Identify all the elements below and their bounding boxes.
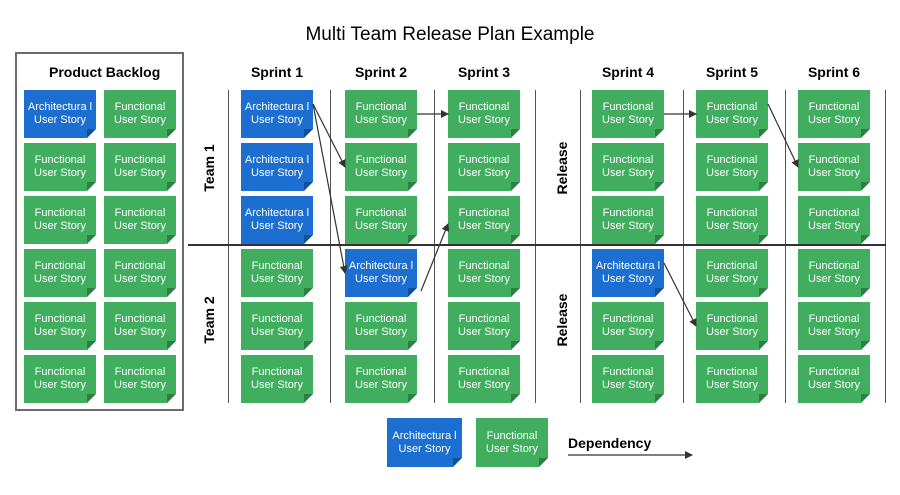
sprint-4-functional-story: Functional User Story	[592, 355, 664, 403]
backlog-functional-story: Functional User Story	[24, 302, 96, 350]
dependency-arrow	[663, 262, 697, 327]
sprint-1-architectural-story: Architectura l User Story	[241, 90, 313, 138]
sprint-1-functional-story: Functional User Story	[241, 355, 313, 403]
backlog-architectural-story: Architectura l User Story	[24, 90, 96, 138]
sprint-6-functional-story: Functional User Story	[798, 302, 870, 350]
sprint-1-architectural-story: Architectura l User Story	[241, 196, 313, 244]
sprint-4-functional-story: Functional User Story	[592, 302, 664, 350]
sprint-6-functional-story: Functional User Story	[798, 249, 870, 297]
sprint-4-functional-story: Functional User Story	[592, 196, 664, 244]
legend-functional-card: Functional User Story	[476, 418, 548, 467]
sprint-divider-line	[330, 90, 331, 403]
sprint-divider-line	[885, 90, 886, 403]
sprint-5-functional-story: Functional User Story	[696, 302, 768, 350]
sprint-3-functional-story: Functional User Story	[448, 249, 520, 297]
sprint-2-architectural-story: Architectura l User Story	[345, 249, 417, 297]
sprint-divider-line	[785, 90, 786, 403]
backlog-functional-story: Functional User Story	[24, 249, 96, 297]
backlog-functional-story: Functional User Story	[104, 90, 176, 138]
backlog-functional-story: Functional User Story	[24, 143, 96, 191]
sprint-6-header: Sprint 6	[807, 64, 861, 80]
sprint-4-header: Sprint 4	[601, 64, 655, 80]
sprint-divider-line	[228, 90, 229, 403]
page-title: Multi Team Release Plan Example	[305, 24, 595, 45]
backlog-functional-story: Functional User Story	[104, 196, 176, 244]
sprint-4-architectural-story: Architectura l User Story	[592, 249, 664, 297]
sprint-3-functional-story: Functional User Story	[448, 355, 520, 403]
sprint-2-header: Sprint 2	[354, 64, 408, 80]
sprint-1-architectural-story: Architectura l User Story	[241, 143, 313, 191]
dependency-arrow	[312, 103, 346, 168]
sprint-2-functional-story: Functional User Story	[345, 143, 417, 191]
sprint-2-functional-story: Functional User Story	[345, 355, 417, 403]
sprint-divider-line	[580, 90, 581, 403]
backlog-functional-story: Functional User Story	[104, 355, 176, 403]
sprint-5-functional-story: Functional User Story	[696, 143, 768, 191]
sprint-5-functional-story: Functional User Story	[696, 355, 768, 403]
sprint-4-functional-story: Functional User Story	[592, 143, 664, 191]
sprint-6-functional-story: Functional User Story	[798, 355, 870, 403]
sprint-3-header: Sprint 3	[457, 64, 511, 80]
backlog-functional-story: Functional User Story	[104, 302, 176, 350]
sprint-1-functional-story: Functional User Story	[241, 249, 313, 297]
team-divider-line	[188, 244, 886, 246]
dependency-arrow	[420, 223, 450, 292]
sprint-divider-line	[535, 90, 536, 403]
sprint-5-functional-story: Functional User Story	[696, 90, 768, 138]
sprint-3-functional-story: Functional User Story	[448, 196, 520, 244]
sprint-2-functional-story: Functional User Story	[345, 196, 417, 244]
sprint-3-functional-story: Functional User Story	[448, 143, 520, 191]
backlog-functional-story: Functional User Story	[24, 196, 96, 244]
legend-dependency-label: Dependency	[568, 435, 652, 451]
sprint-6-functional-story: Functional User Story	[798, 90, 870, 138]
sprint-1-header: Sprint 1	[250, 64, 304, 80]
sprint-5-header: Sprint 5	[705, 64, 759, 80]
sprint-6-functional-story: Functional User Story	[798, 196, 870, 244]
sprint-6-functional-story: Functional User Story	[798, 143, 870, 191]
sprint-5-functional-story: Functional User Story	[696, 249, 768, 297]
sprint-5-functional-story: Functional User Story	[696, 196, 768, 244]
sprint-3-functional-story: Functional User Story	[448, 90, 520, 138]
dependency-arrow	[312, 103, 348, 274]
sprint-divider-line	[683, 90, 684, 403]
backlog-functional-story: Functional User Story	[24, 355, 96, 403]
sprint-1-functional-story: Functional User Story	[241, 302, 313, 350]
product-backlog-title: Product Backlog	[49, 64, 161, 80]
sprint-divider-line	[434, 90, 435, 403]
backlog-functional-story: Functional User Story	[104, 143, 176, 191]
sprint-3-functional-story: Functional User Story	[448, 302, 520, 350]
legend-architectural-card: Architectura l User Story	[387, 418, 462, 467]
sprint-2-functional-story: Functional User Story	[345, 302, 417, 350]
dependency-arrow	[767, 103, 799, 168]
backlog-functional-story: Functional User Story	[104, 249, 176, 297]
sprint-4-functional-story: Functional User Story	[592, 90, 664, 138]
sprint-2-functional-story: Functional User Story	[345, 90, 417, 138]
